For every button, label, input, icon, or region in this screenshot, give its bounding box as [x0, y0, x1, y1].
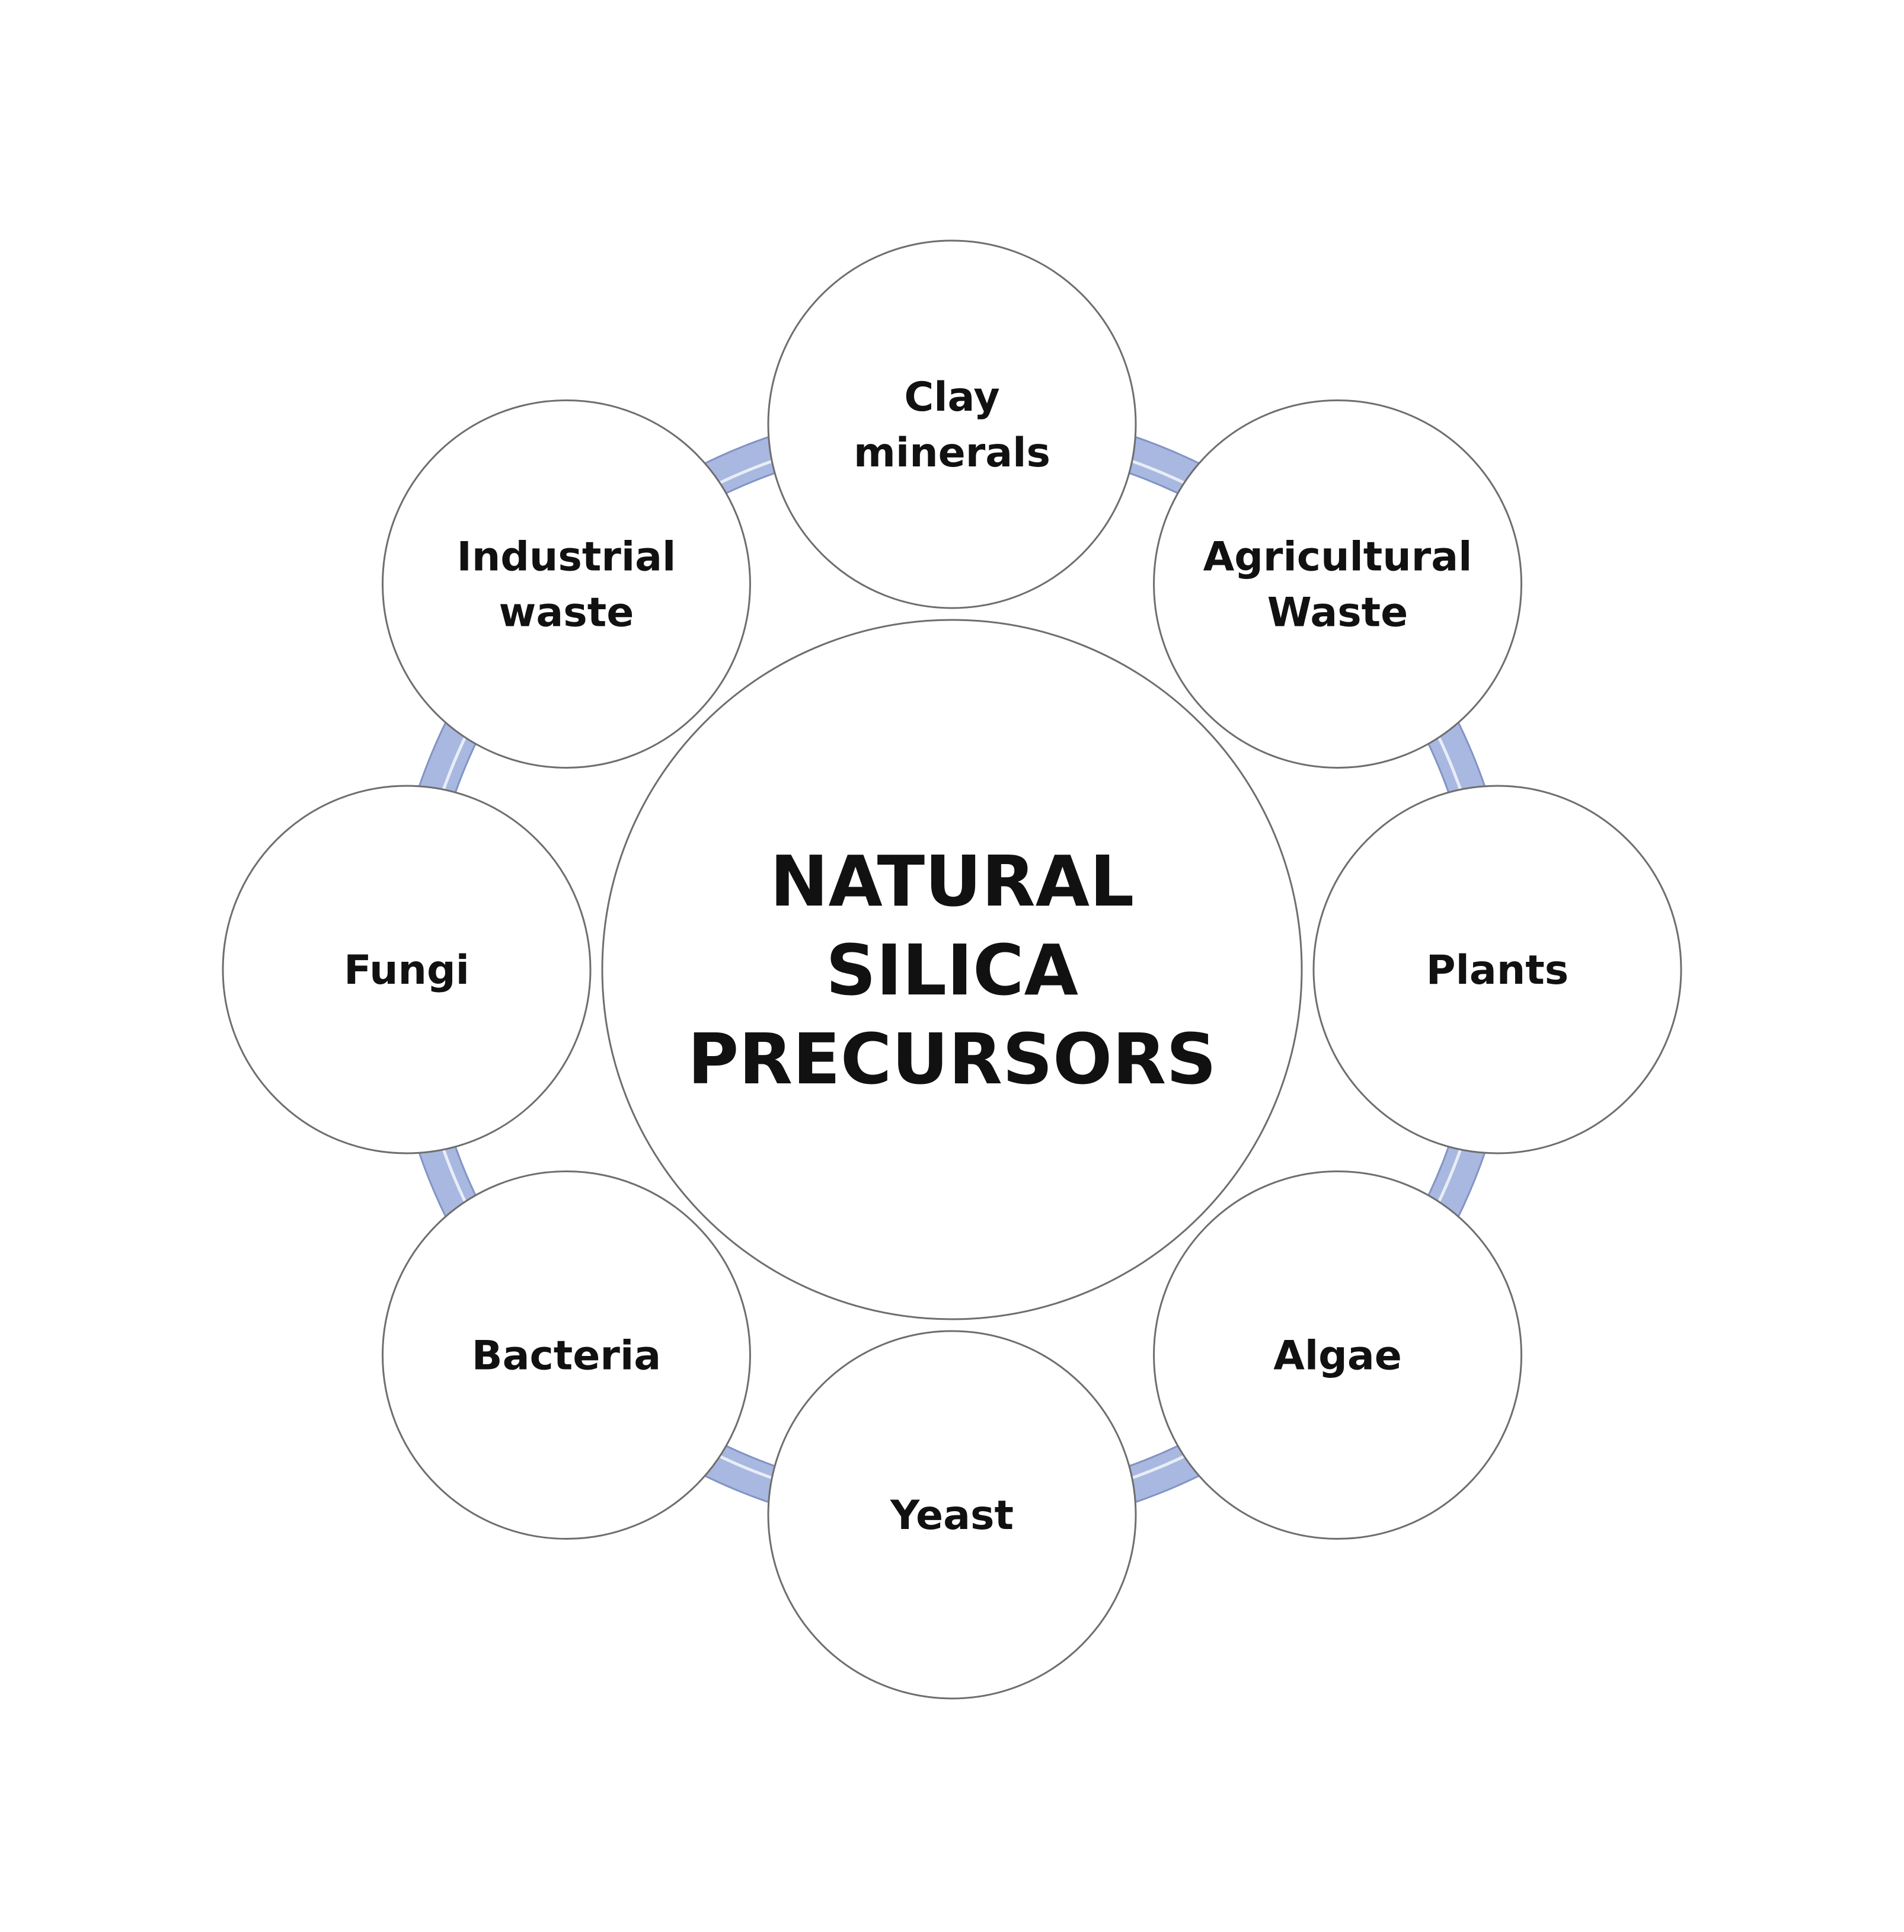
node-circle	[1312, 785, 1682, 1154]
node-label: Algae	[1273, 1333, 1402, 1380]
node-label: Agricultural	[1203, 533, 1472, 580]
node-label: Plants	[1426, 947, 1568, 994]
node-yeast: Yeast	[767, 1330, 1137, 1700]
node-clay-minerals: Clay minerals	[767, 239, 1137, 609]
center-title-line: SILICA	[826, 929, 1078, 1011]
node-label: Waste	[1267, 589, 1408, 636]
node-bacteria: Bacteria	[381, 1170, 751, 1540]
node-circle	[1153, 399, 1523, 769]
node-circle	[381, 399, 751, 769]
center-title-line: PRECURSORS	[688, 1018, 1216, 1100]
node-circle	[767, 239, 1137, 609]
node-circle	[1153, 1170, 1523, 1540]
node-algae: Algae	[1153, 1170, 1523, 1540]
node-label: Clay	[904, 374, 999, 421]
node-circle	[222, 785, 592, 1154]
node-plants: Plants	[1312, 785, 1682, 1154]
center-circle	[601, 619, 1303, 1320]
node-label: Fungi	[344, 947, 469, 994]
node-label: Bacteria	[472, 1333, 661, 1380]
node-label: Yeast	[890, 1492, 1014, 1539]
node-fungi: Fungi	[222, 785, 592, 1154]
node-circle	[767, 1330, 1137, 1700]
node-label: Industrial	[457, 533, 676, 580]
node-label: waste	[499, 589, 634, 636]
node-industrial-waste: Industrial waste	[381, 399, 751, 769]
source-nodes: ClaymineralsAgriculturalWastePlantsAlgae…	[222, 239, 1682, 1700]
center-title-line: NATURAL	[770, 840, 1135, 922]
node-label: minerals	[854, 430, 1050, 476]
node-circle	[381, 1170, 751, 1540]
